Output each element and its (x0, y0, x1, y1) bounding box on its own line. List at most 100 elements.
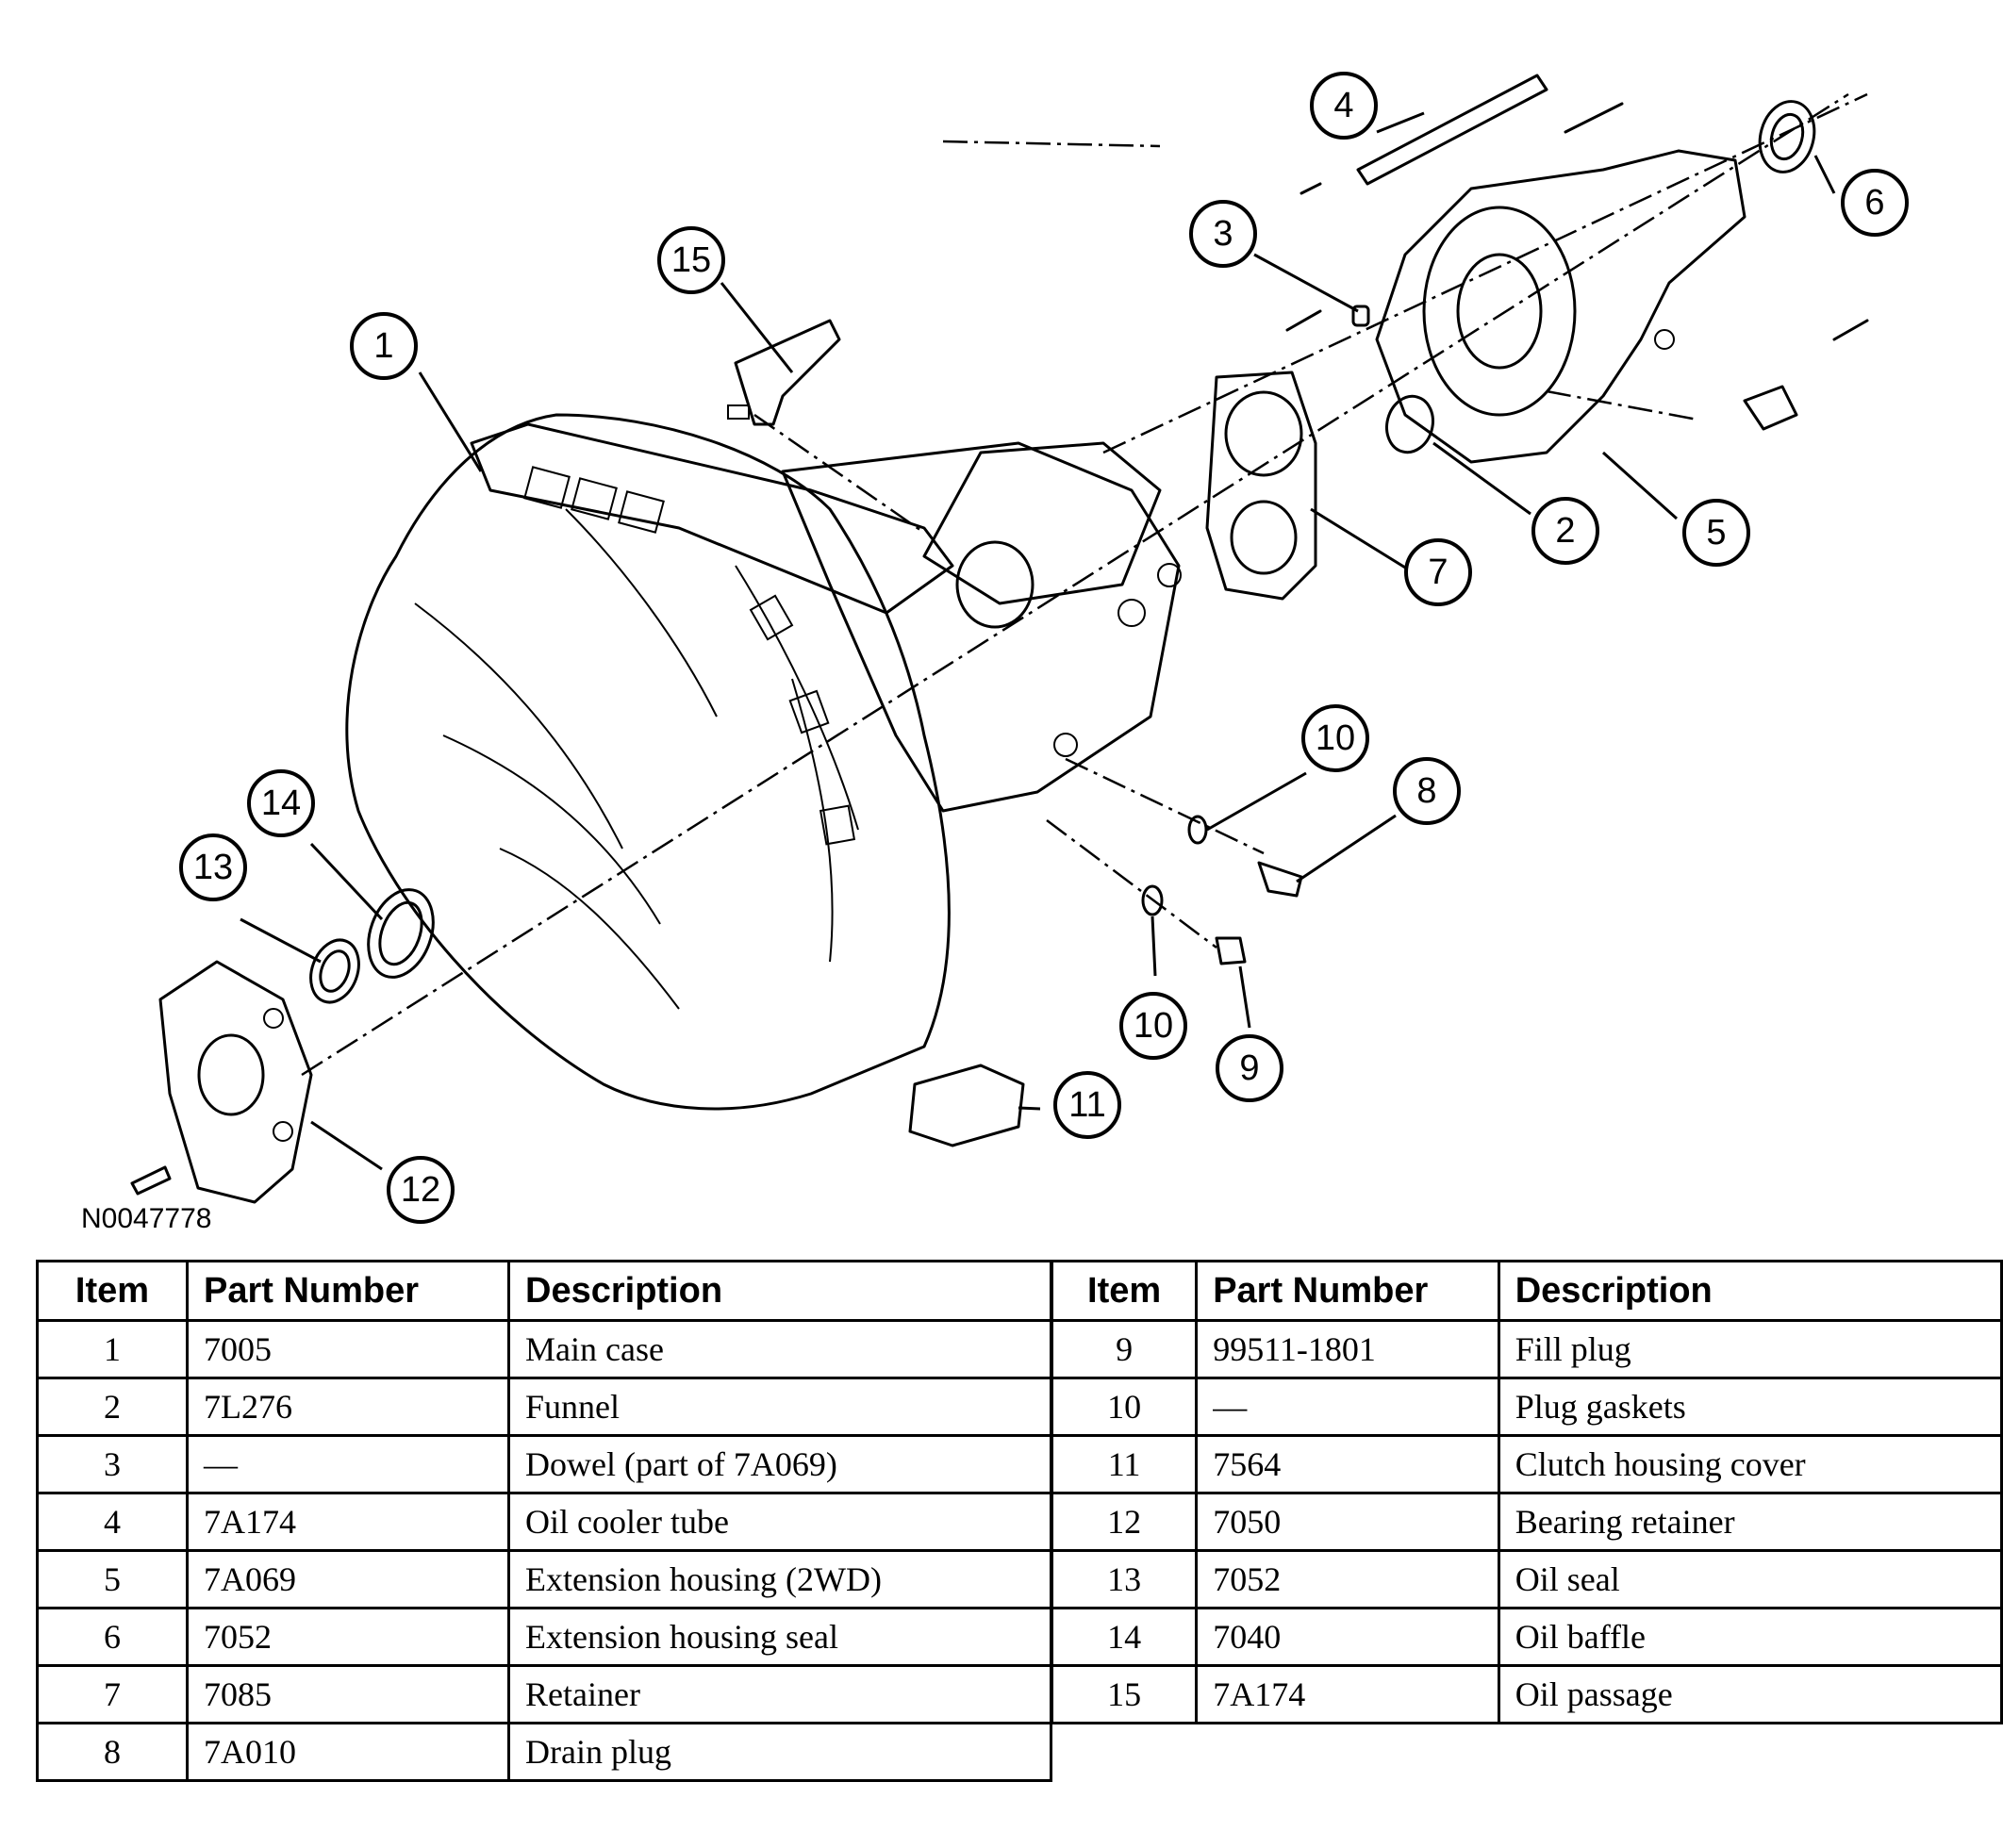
oil-seal (309, 938, 360, 1004)
cell-description: Main case (507, 1319, 1052, 1379)
cell-part-number: — (1195, 1377, 1500, 1437)
figure-id-label: N0047778 (81, 1203, 212, 1234)
cell-item: 13 (1050, 1549, 1199, 1609)
cell-part-number: 7050 (1195, 1492, 1500, 1552)
cell-part-number: 7A069 (186, 1549, 510, 1609)
header-item: Item (1050, 1260, 1199, 1322)
cell-description: Drain plug (507, 1722, 1052, 1782)
funnel (1385, 394, 1434, 454)
cell-item: 8 (36, 1722, 189, 1782)
oil-baffle (367, 888, 435, 979)
svg-text:6: 6 (1864, 183, 1884, 223)
fill-plug (1215, 936, 1247, 965)
cell-description: Clutch housing cover (1497, 1434, 2003, 1494)
header-description: Description (507, 1260, 1052, 1322)
clutch-housing-cover (908, 1064, 1025, 1147)
callout-14: 14 (247, 769, 315, 837)
cell-description: Bearing retainer (1497, 1492, 2003, 1552)
cell-item: 5 (36, 1549, 189, 1609)
svg-text:11: 11 (1068, 1085, 1105, 1125)
svg-text:5: 5 (1706, 513, 1726, 553)
retainer-gasket (1205, 371, 1317, 601)
oil-passage (727, 319, 841, 426)
cell-description: Dowel (part of 7A069) (507, 1434, 1052, 1494)
callout-13: 13 (179, 833, 247, 901)
cell-item: 11 (1050, 1434, 1199, 1494)
svg-text:15: 15 (671, 240, 711, 280)
cell-item: 2 (36, 1377, 189, 1437)
cell-item: 14 (1050, 1607, 1199, 1667)
cell-description: Extension housing seal (507, 1607, 1052, 1667)
cell-item: 10 (1050, 1377, 1199, 1437)
callout-12: 12 (387, 1156, 455, 1224)
callout-15: 15 (657, 226, 725, 294)
cell-item: 9 (1050, 1319, 1199, 1379)
cell-description: Plug gaskets (1497, 1377, 2003, 1437)
cell-part-number: 7052 (186, 1607, 510, 1667)
svg-text:8: 8 (1416, 771, 1436, 811)
cell-description: Oil seal (1497, 1549, 2003, 1609)
svg-text:10: 10 (1134, 1006, 1173, 1046)
header-part-number: Part Number (186, 1260, 510, 1322)
cell-item: 15 (1050, 1664, 1199, 1724)
cell-part-number: 7A174 (1195, 1664, 1500, 1724)
drain-plug (1257, 861, 1303, 898)
extension-housing-seal (1758, 100, 1816, 173)
callout-1: 1 (350, 312, 418, 380)
callout-5: 5 (1682, 499, 1750, 567)
extension-housing (1375, 149, 1798, 464)
cell-part-number: 7A010 (186, 1722, 510, 1782)
callout-9: 9 (1216, 1034, 1283, 1102)
bearing-retainer (130, 960, 313, 1204)
cell-item: 7 (36, 1664, 189, 1724)
cell-part-number: — (186, 1434, 510, 1494)
callout-10-lower: 10 (1119, 992, 1187, 1060)
svg-text:10: 10 (1316, 718, 1355, 758)
svg-text:4: 4 (1333, 86, 1353, 125)
callout-6: 6 (1841, 169, 1909, 237)
callout-4: 4 (1310, 72, 1378, 140)
cell-item: 4 (36, 1492, 189, 1552)
dowel (1351, 305, 1370, 327)
cell-description: Oil baffle (1497, 1607, 2003, 1667)
cell-description: Retainer (507, 1664, 1052, 1724)
bolts (1285, 102, 1869, 341)
cell-description: Oil passage (1497, 1664, 2003, 1724)
header-description: Description (1497, 1260, 2003, 1322)
table-row: 3—Dowel (part of 7A069) (36, 1434, 1052, 1494)
exploded-view-diagram: 1 2 3 4 5 6 7 8 9 10 10 11 12 13 14 15 (130, 72, 1909, 1224)
main-case (345, 413, 1182, 1111)
callout-2: 2 (1531, 497, 1599, 565)
cell-item: 1 (36, 1319, 189, 1379)
svg-text:12: 12 (401, 1170, 440, 1210)
plug-gasket-upper (1187, 815, 1208, 845)
callout-8: 8 (1393, 757, 1461, 825)
svg-text:1: 1 (373, 326, 393, 366)
svg-text:3: 3 (1213, 214, 1233, 254)
table-header-row: Item Part Number Description (36, 1260, 1052, 1322)
cell-part-number: 7040 (1195, 1607, 1500, 1667)
cell-part-number: 7A174 (186, 1492, 510, 1552)
callout-3: 3 (1189, 200, 1257, 268)
cell-part-number: 7L276 (186, 1377, 510, 1437)
callout-7: 7 (1404, 538, 1472, 606)
leader-lines (240, 111, 1836, 1171)
cell-part-number: 7564 (1195, 1434, 1500, 1494)
cell-part-number: 7052 (1195, 1549, 1500, 1609)
cell-description: Oil cooler tube (507, 1492, 1052, 1552)
cell-item: 6 (36, 1607, 189, 1667)
plug-gasket-lower (1141, 884, 1164, 916)
